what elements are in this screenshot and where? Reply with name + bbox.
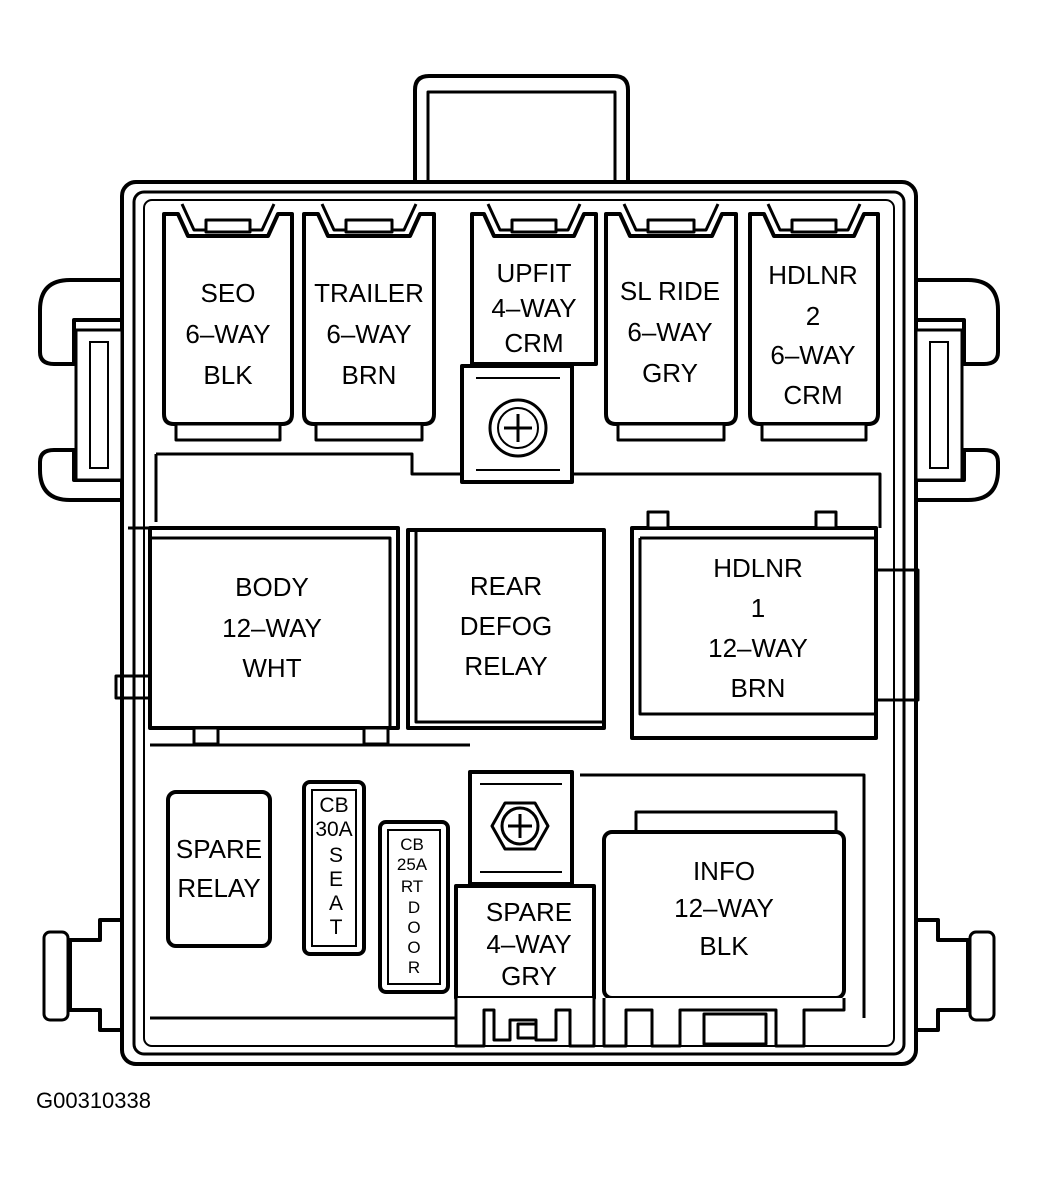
- stud-terminal-bottom: [468, 770, 574, 886]
- cb-rt-door-name-2: D: [408, 898, 420, 917]
- connector-hdlnr-2-line-4: CRM: [783, 380, 842, 410]
- connector-info: INFO 12–WAY BLK: [602, 810, 846, 1048]
- left-latches: [38, 278, 124, 1032]
- relay-spare-line-1: SPARE: [176, 834, 262, 864]
- connector-hdlnr-2: HDLNR 2 6–WAY CRM: [748, 203, 880, 442]
- connector-hdlnr-1-line-3: 12–WAY: [708, 633, 808, 663]
- connector-trailer: TRAILER 6–WAY BRN: [302, 203, 436, 442]
- cb-rt-door-rating-1: CB: [400, 835, 424, 854]
- cb-seat-rating-1: CB: [319, 794, 348, 817]
- connector-hdlnr-2-line-3: 6–WAY: [770, 340, 855, 370]
- connector-spare-4way-line-1: SPARE: [486, 897, 572, 927]
- cb-seat-rating-2: 30A: [315, 818, 352, 841]
- connector-body-line-3: WHT: [242, 653, 301, 683]
- connector-spare-4way-line-3: GRY: [501, 961, 557, 991]
- cb-seat-name-4: T: [330, 916, 343, 939]
- right-latches: [914, 278, 1000, 1032]
- connector-hdlnr-1-line-2: 1: [751, 593, 765, 623]
- cb-rt-door-name-1: RT: [401, 877, 423, 896]
- cb-seat-name-1: S: [329, 844, 343, 867]
- stud-terminal-top: [460, 364, 574, 484]
- connector-upfit-line-3: CRM: [504, 328, 563, 358]
- connector-sl-ride-line-3: GRY: [642, 358, 698, 388]
- cb-rt-door-name-4: O: [407, 938, 420, 957]
- connector-upfit-line-2: 4–WAY: [491, 293, 576, 323]
- figure-id: G00310338: [36, 1088, 151, 1113]
- cb-rt-door-name-5: R: [408, 958, 420, 977]
- connector-trailer-line-3: BRN: [342, 360, 397, 390]
- connector-hdlnr-1: HDLNR 1 12–WAY BRN: [630, 510, 920, 740]
- cb-rt-door-rating-2: 25A: [397, 855, 428, 874]
- connector-upfit-line-1: UPFIT: [496, 258, 571, 288]
- circuit-breaker-rt-door: CB 25A RT D O O R: [378, 820, 450, 994]
- cb-seat-name-3: A: [329, 892, 343, 915]
- connector-body: BODY 12–WAY WHT: [114, 526, 400, 746]
- connector-hdlnr-1-line-4: BRN: [731, 673, 786, 703]
- relay-spare-line-2: RELAY: [177, 873, 260, 903]
- relay-spare: SPARE RELAY: [166, 790, 272, 948]
- connector-seo-line-1: SEO: [201, 278, 256, 308]
- connector-spare-4way-line-2: 4–WAY: [486, 929, 571, 959]
- connector-seo-line-3: BLK: [203, 360, 253, 390]
- circuit-breaker-seat: CB 30A S E A T: [302, 780, 366, 956]
- connector-trailer-line-1: TRAILER: [314, 278, 424, 308]
- connector-body-line-2: 12–WAY: [222, 613, 322, 643]
- connector-sl-ride-line-1: SL RIDE: [620, 276, 720, 306]
- connector-trailer-line-2: 6–WAY: [326, 319, 411, 349]
- connector-info-line-3: BLK: [699, 931, 749, 961]
- relay-rear-defog-line-3: RELAY: [464, 651, 547, 681]
- cb-seat-name-2: E: [329, 868, 343, 891]
- connector-sl-ride-line-2: 6–WAY: [627, 317, 712, 347]
- connector-hdlnr-1-line-1: HDLNR: [713, 553, 803, 583]
- relay-rear-defog-line-1: REAR: [470, 571, 542, 601]
- connector-seo: SEO 6–WAY BLK: [162, 203, 294, 442]
- connector-info-line-1: INFO: [693, 856, 755, 886]
- relay-rear-defog-line-2: DEFOG: [460, 611, 552, 641]
- connector-seo-line-2: 6–WAY: [185, 319, 270, 349]
- connector-sl-ride: SL RIDE 6–WAY GRY: [604, 203, 738, 442]
- connector-body-line-1: BODY: [235, 572, 309, 602]
- connector-upfit: UPFIT 4–WAY CRM: [470, 203, 598, 366]
- cb-rt-door-name-3: O: [407, 918, 420, 937]
- connector-hdlnr-2-line-1: HDLNR: [768, 260, 858, 290]
- divider-lines: [128, 452, 882, 1020]
- connector-hdlnr-2-line-2: 2: [806, 301, 820, 331]
- relay-rear-defog: REAR DEFOG RELAY: [406, 528, 606, 730]
- connector-spare-4way: SPARE 4–WAY GRY: [454, 884, 596, 1048]
- connector-info-line-2: 12–WAY: [674, 893, 774, 923]
